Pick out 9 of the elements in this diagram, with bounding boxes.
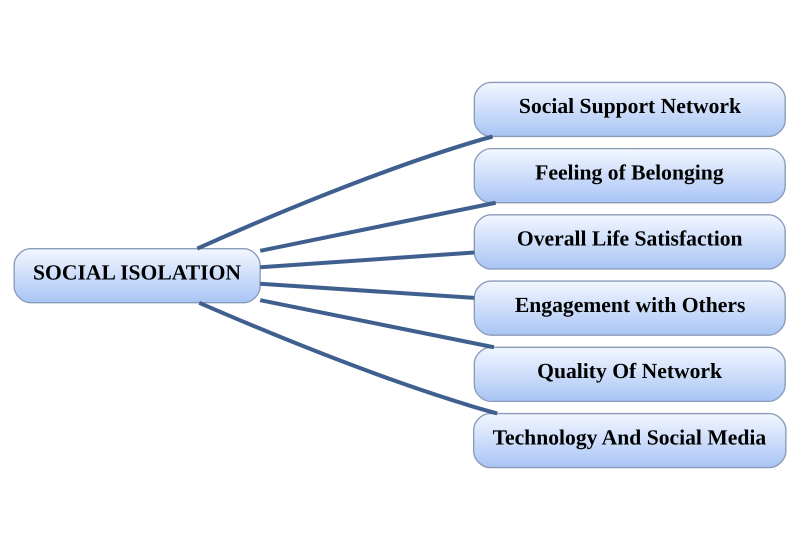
connector	[260, 250, 474, 269]
node-box: Overall Life Satisfaction	[474, 214, 786, 270]
node-box: Social Support Network	[474, 81, 786, 137]
node-box: Quality Of Network	[474, 346, 786, 402]
node-box: Engagement with Others	[474, 280, 786, 336]
connector	[260, 281, 474, 300]
node-box: Feeling of Belonging	[474, 147, 786, 203]
node-box: SOCIAL ISOLATION	[13, 247, 261, 303]
node-box: Technology And Social Media	[472, 412, 787, 468]
